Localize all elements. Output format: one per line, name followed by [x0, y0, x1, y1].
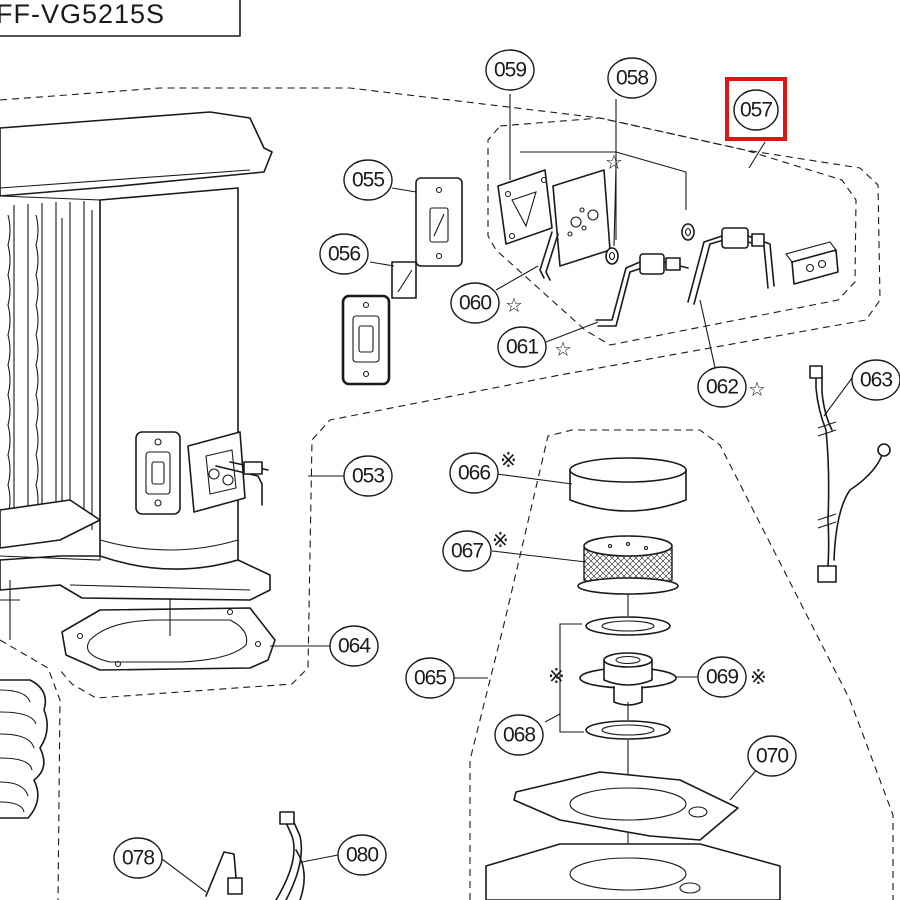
- callout-068[interactable]: 068: [494, 714, 544, 756]
- callout-066-label: 066: [458, 462, 490, 485]
- callout-061-label: 061: [506, 336, 538, 359]
- callout-065[interactable]: 065: [405, 657, 455, 699]
- callout-056[interactable]: 056: [319, 233, 369, 275]
- model-title: FF-VG5215S: [0, 0, 165, 29]
- part-078-connector: [205, 851, 243, 897]
- leader-lines: [161, 94, 853, 893]
- callout-053-label: 053: [352, 465, 384, 488]
- callout-061-mark: ☆: [554, 337, 572, 361]
- callout-053[interactable]: 053: [343, 455, 393, 497]
- callout-064-label: 064: [338, 635, 371, 658]
- callout-063[interactable]: 063: [851, 359, 900, 401]
- flange-gasket: [61, 598, 276, 671]
- callout-060-mark: ☆: [505, 293, 523, 317]
- heater-group-outline: [0, 87, 881, 699]
- part-080-harness: [275, 811, 305, 900]
- filter-assembly-outline: [469, 429, 894, 900]
- callout-060[interactable]: 060 ☆: [450, 282, 523, 324]
- selected-part-highlight: [725, 77, 787, 141]
- part-069-nozzle: [579, 652, 677, 706]
- installed-igniter-assembly: [187, 431, 269, 513]
- callout-068-label: 068: [503, 724, 535, 747]
- callout-066-mark: ※: [500, 448, 517, 472]
- callout-057-label: 057: [740, 99, 772, 122]
- callout-069-mark: ※: [750, 665, 767, 689]
- part-067-filter: [577, 535, 679, 595]
- callout-055-label: 055: [352, 169, 384, 192]
- callout-062-label: 062: [706, 376, 738, 399]
- part-057-bracket: [785, 241, 839, 285]
- part-055-plate: [415, 177, 463, 267]
- callout-058-label: 058: [616, 67, 648, 90]
- callout-066[interactable]: 066 ※: [449, 448, 517, 494]
- callout-069-label: 069: [706, 666, 738, 689]
- callout-068-ref-mark: ※: [548, 664, 565, 688]
- part-061-electrode: [595, 253, 689, 327]
- callout-061[interactable]: 061 ☆: [497, 326, 572, 368]
- left-lower-outline: [0, 639, 61, 900]
- bottom-tank: [485, 843, 781, 900]
- callout-080[interactable]: 080: [337, 834, 387, 876]
- callout-067-label: 067: [451, 540, 483, 563]
- callout-060-label: 060: [459, 292, 491, 315]
- callout-065-label: 065: [414, 667, 446, 690]
- installed-window-plate: [135, 431, 181, 515]
- callout-069[interactable]: 069 ※: [697, 656, 767, 698]
- callout-078-label: 078: [122, 847, 154, 870]
- part-063-wire: [809, 365, 891, 583]
- part-059-gasket: [497, 169, 553, 245]
- washers: [605, 223, 695, 265]
- callout-062[interactable]: 062 ☆: [697, 366, 766, 408]
- group-outlines: [0, 87, 894, 900]
- inspection-window-frame: [341, 294, 391, 386]
- callout-056-label: 056: [328, 243, 360, 266]
- part-066-cap: [569, 457, 687, 512]
- callout-080-label: 080: [346, 844, 378, 867]
- heater-body: [0, 111, 273, 640]
- part-062-electrode: [687, 227, 775, 305]
- part-058-plate: [552, 169, 611, 267]
- burner-parts-outline: [487, 117, 857, 346]
- model-title-box: FF-VG5215S: [0, 0, 241, 37]
- star-058-mark: ☆: [605, 150, 623, 174]
- part-068-packings: [556, 616, 671, 740]
- callout-062-mark: ☆: [748, 377, 766, 401]
- callout-070-label: 070: [756, 745, 788, 768]
- callout-070[interactable]: 070: [747, 735, 797, 777]
- callout-059[interactable]: 059: [485, 49, 535, 91]
- callout-064[interactable]: 064: [329, 625, 379, 667]
- callout-067[interactable]: 067 ※: [442, 528, 509, 572]
- callout-057[interactable]: 057: [733, 89, 779, 131]
- part-070-plate: [513, 771, 739, 841]
- callout-059-label: 059: [494, 59, 526, 82]
- callout-063-label: 063: [860, 369, 892, 392]
- part-060-rod: [539, 231, 559, 281]
- callout-067-mark: ※: [492, 528, 509, 552]
- callout-058[interactable]: 058: [607, 57, 657, 99]
- callout-078[interactable]: 078: [113, 837, 163, 879]
- part-056-glass: [391, 261, 417, 299]
- burner-pipe: [0, 679, 48, 819]
- callout-055[interactable]: 055: [343, 159, 393, 201]
- heat-exchanger-fins: [0, 195, 101, 561]
